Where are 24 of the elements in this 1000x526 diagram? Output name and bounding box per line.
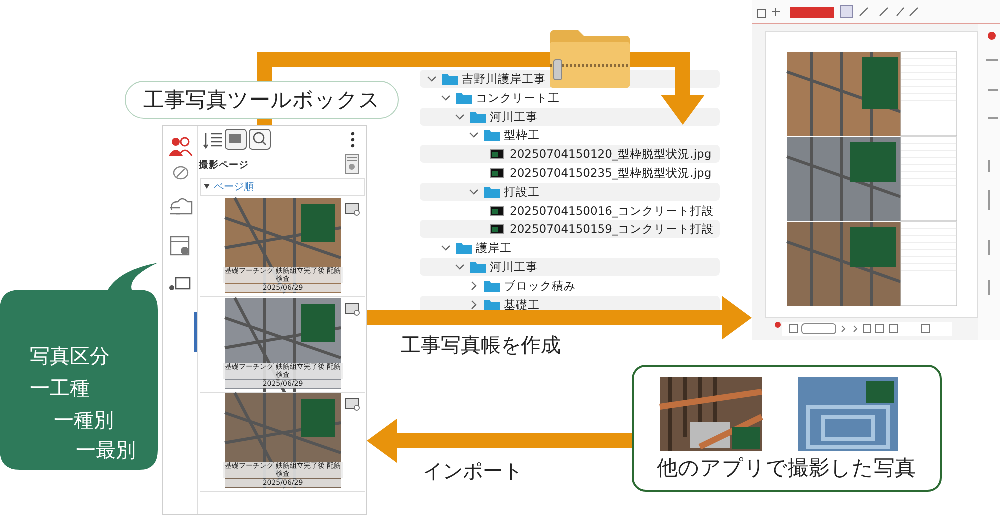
tree-item-label: 河川工事 <box>490 259 538 275</box>
tree-item-label: 20250704150016_コンクリート打設 <box>510 202 714 219</box>
tree-item-label: 河川工事 <box>490 108 538 125</box>
callout-text: 一種別 <box>54 407 114 433</box>
photo-box-caption: 他のアプリで撮影した写真 <box>656 455 917 481</box>
tree-item-label: 打設工 <box>504 184 540 200</box>
tree-item-label: 20250704150159_コンクリート打設 <box>510 221 714 238</box>
callout-text: 一最別 <box>76 437 136 463</box>
sort-label: ページ順 <box>214 181 254 194</box>
tree-item-label: 護岸工 <box>476 240 512 256</box>
tree-item-label: コンクリート工 <box>476 90 560 106</box>
title-pill: 工事写真ツールボックス <box>125 81 399 119</box>
photo-box <box>632 365 942 492</box>
tree-item-label: 基礎工 <box>504 296 540 313</box>
arrow <box>367 296 752 340</box>
tree-item-label: 20250704150235_型枠脱型状況.jpg <box>510 165 712 181</box>
tree-item-label: 型枠工 <box>504 127 540 144</box>
tree-item-label: 20250704150120_型枠脱型状況.jpg <box>510 146 712 162</box>
callout-text: 写真区分 <box>30 343 110 369</box>
section-label: 撮影ページ <box>199 159 249 172</box>
callout-text: 一工種 <box>30 375 90 401</box>
tree-item-label: ブロック積み <box>504 278 576 294</box>
tree-item-label: 吉野川護岸工事 <box>462 71 546 87</box>
arrow <box>367 419 632 463</box>
